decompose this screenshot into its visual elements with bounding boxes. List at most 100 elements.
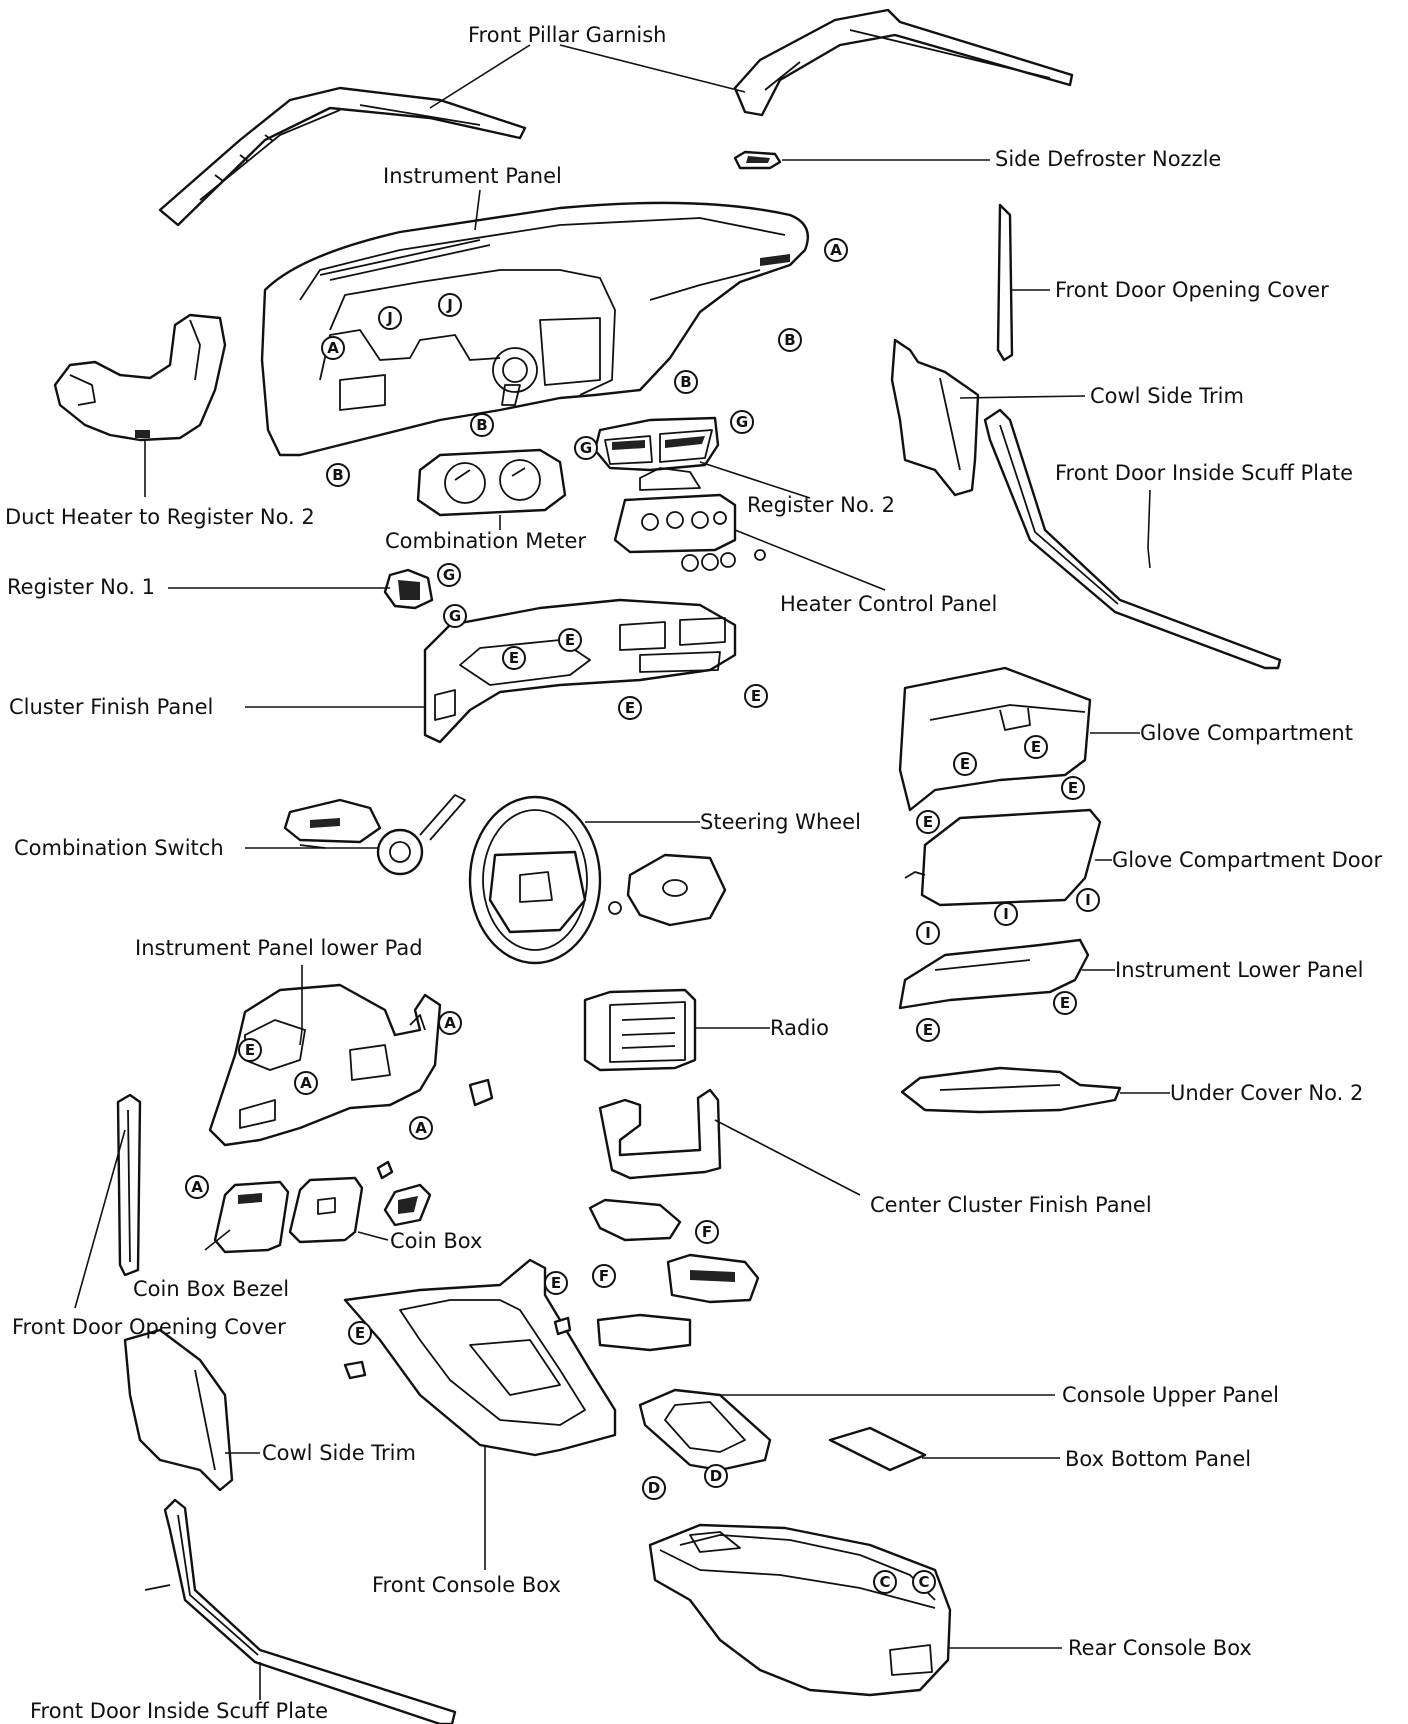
svg-text:E: E	[960, 755, 970, 773]
label-instrument-lower-panel: Instrument Lower Panel	[1115, 958, 1363, 982]
marker-d: D	[704, 1464, 728, 1488]
console-upper-panel-part	[638, 1388, 772, 1472]
svg-text:E: E	[923, 813, 933, 831]
label-combination-switch: Combination Switch	[14, 836, 224, 860]
marker-e: E	[618, 696, 642, 720]
svg-text:E: E	[751, 687, 761, 705]
marker-a: A	[409, 1116, 433, 1140]
marker-f: F	[592, 1264, 616, 1288]
label-console-upper-panel: Console Upper Panel	[1062, 1383, 1279, 1407]
svg-text:E: E	[1031, 738, 1041, 756]
label-front-door-opening-cover-right: Front Door Opening Cover	[1055, 278, 1329, 302]
svg-text:E: E	[565, 631, 575, 649]
marker-e: E	[916, 810, 940, 834]
svg-text:E: E	[245, 1041, 255, 1059]
small-box-part	[596, 1313, 692, 1352]
marker-c: C	[873, 1570, 897, 1594]
bracket-part	[588, 1198, 760, 1304]
svg-text:A: A	[300, 1074, 312, 1092]
label-front-pillar-garnish: Front Pillar Garnish	[468, 23, 666, 47]
side-defroster-nozzle-part	[733, 150, 782, 170]
label-rear-console-box: Rear Console Box	[1068, 1636, 1252, 1660]
svg-text:E: E	[625, 699, 635, 717]
front-door-opening-cover-left-part	[116, 1093, 142, 1277]
center-cluster-finish-panel-part	[598, 1088, 722, 1180]
register-no1-part	[383, 568, 434, 610]
leader-lines	[74, 44, 1170, 1700]
marker-g: G	[730, 410, 754, 434]
svg-text:E: E	[1060, 994, 1070, 1012]
fastener-markers: A A A A A A B B B B G G G G J J E E E E …	[185, 238, 1100, 1594]
front-pillar-garnish-left-part	[158, 86, 527, 227]
svg-text:B: B	[332, 466, 343, 484]
combination-meter-part	[416, 448, 567, 517]
label-duct-heater-to-register-no2: Duct Heater to Register No. 2	[5, 505, 315, 529]
svg-text:A: A	[444, 1014, 456, 1032]
label-front-console-box: Front Console Box	[372, 1573, 561, 1597]
label-glove-compartment-door: Glove Compartment Door	[1112, 848, 1382, 872]
svg-text:D: D	[710, 1467, 722, 1485]
steering-wheel-part	[468, 795, 602, 965]
glove-compartment-part	[898, 666, 1092, 812]
svg-text:B: B	[680, 373, 691, 391]
coin-box-bezel-part	[213, 1180, 290, 1254]
cowl-side-trim-right-part	[890, 338, 980, 497]
label-coin-box-bezel: Coin Box Bezel	[133, 1277, 289, 1301]
box-bottom-panel-part	[828, 1426, 927, 1472]
svg-text:G: G	[580, 439, 592, 457]
marker-b: B	[674, 370, 698, 394]
svg-text:A: A	[327, 339, 339, 357]
svg-text:A: A	[415, 1119, 427, 1137]
label-radio: Radio	[770, 1016, 829, 1040]
marker-g: G	[437, 563, 461, 587]
label-instrument-panel: Instrument Panel	[383, 164, 562, 188]
instrument-panel-part	[260, 201, 810, 457]
svg-text:I: I	[925, 924, 931, 942]
marker-e: E	[916, 1018, 940, 1042]
svg-text:I: I	[1003, 905, 1009, 923]
svg-text:F: F	[599, 1267, 609, 1285]
marker-a: A	[438, 1011, 462, 1035]
svg-text:D: D	[648, 1479, 660, 1497]
marker-e: E	[348, 1321, 372, 1345]
label-cluster-finish-panel: Cluster Finish Panel	[9, 695, 213, 719]
label-front-door-inside-scuff-plate-left: Front Door Inside Scuff Plate	[30, 1699, 328, 1723]
svg-text:E: E	[551, 1274, 561, 1292]
instrument-lower-panel-part	[898, 938, 1090, 1010]
marker-e: E	[558, 628, 582, 652]
front-door-inside-scuff-plate-right-part	[983, 408, 1282, 670]
svg-text:E: E	[923, 1021, 933, 1039]
svg-text:G: G	[443, 566, 455, 584]
label-instrument-panel-lower-pad: Instrument Panel lower Pad	[135, 936, 423, 960]
marker-b: B	[470, 413, 494, 437]
coin-box-part	[288, 1160, 394, 1244]
marker-e: E	[1024, 735, 1048, 759]
svg-text:G: G	[736, 413, 748, 431]
marker-e: E	[953, 752, 977, 776]
label-front-door-inside-scuff-plate-right: Front Door Inside Scuff Plate	[1055, 461, 1353, 485]
label-front-door-opening-cover-left: Front Door Opening Cover	[12, 1315, 286, 1339]
marker-e: E	[544, 1271, 568, 1295]
label-register-no1: Register No. 1	[7, 575, 155, 599]
svg-text:A: A	[830, 241, 842, 259]
svg-text:B: B	[476, 416, 487, 434]
label-steering-wheel: Steering Wheel	[700, 810, 861, 834]
marker-e: E	[1061, 776, 1085, 800]
svg-text:F: F	[702, 1223, 712, 1241]
front-pillar-garnish-right-part	[733, 8, 1074, 117]
marker-j: J	[378, 306, 402, 330]
instrument-panel-lower-pad-part	[208, 983, 442, 1147]
marker-b: B	[326, 463, 350, 487]
marker-d: D	[642, 1476, 666, 1500]
label-under-cover-no2: Under Cover No. 2	[1170, 1081, 1363, 1105]
marker-g: G	[443, 604, 467, 628]
svg-text:B: B	[784, 331, 795, 349]
front-console-box-part	[343, 1258, 617, 1457]
duct-heater-part	[53, 313, 227, 442]
under-cover-no2-part	[900, 1066, 1122, 1114]
airbag-pad-part	[608, 853, 727, 927]
svg-text:J: J	[386, 309, 393, 327]
label-cowl-side-trim-left: Cowl Side Trim	[262, 1441, 416, 1465]
rear-console-box-part	[648, 1523, 952, 1697]
